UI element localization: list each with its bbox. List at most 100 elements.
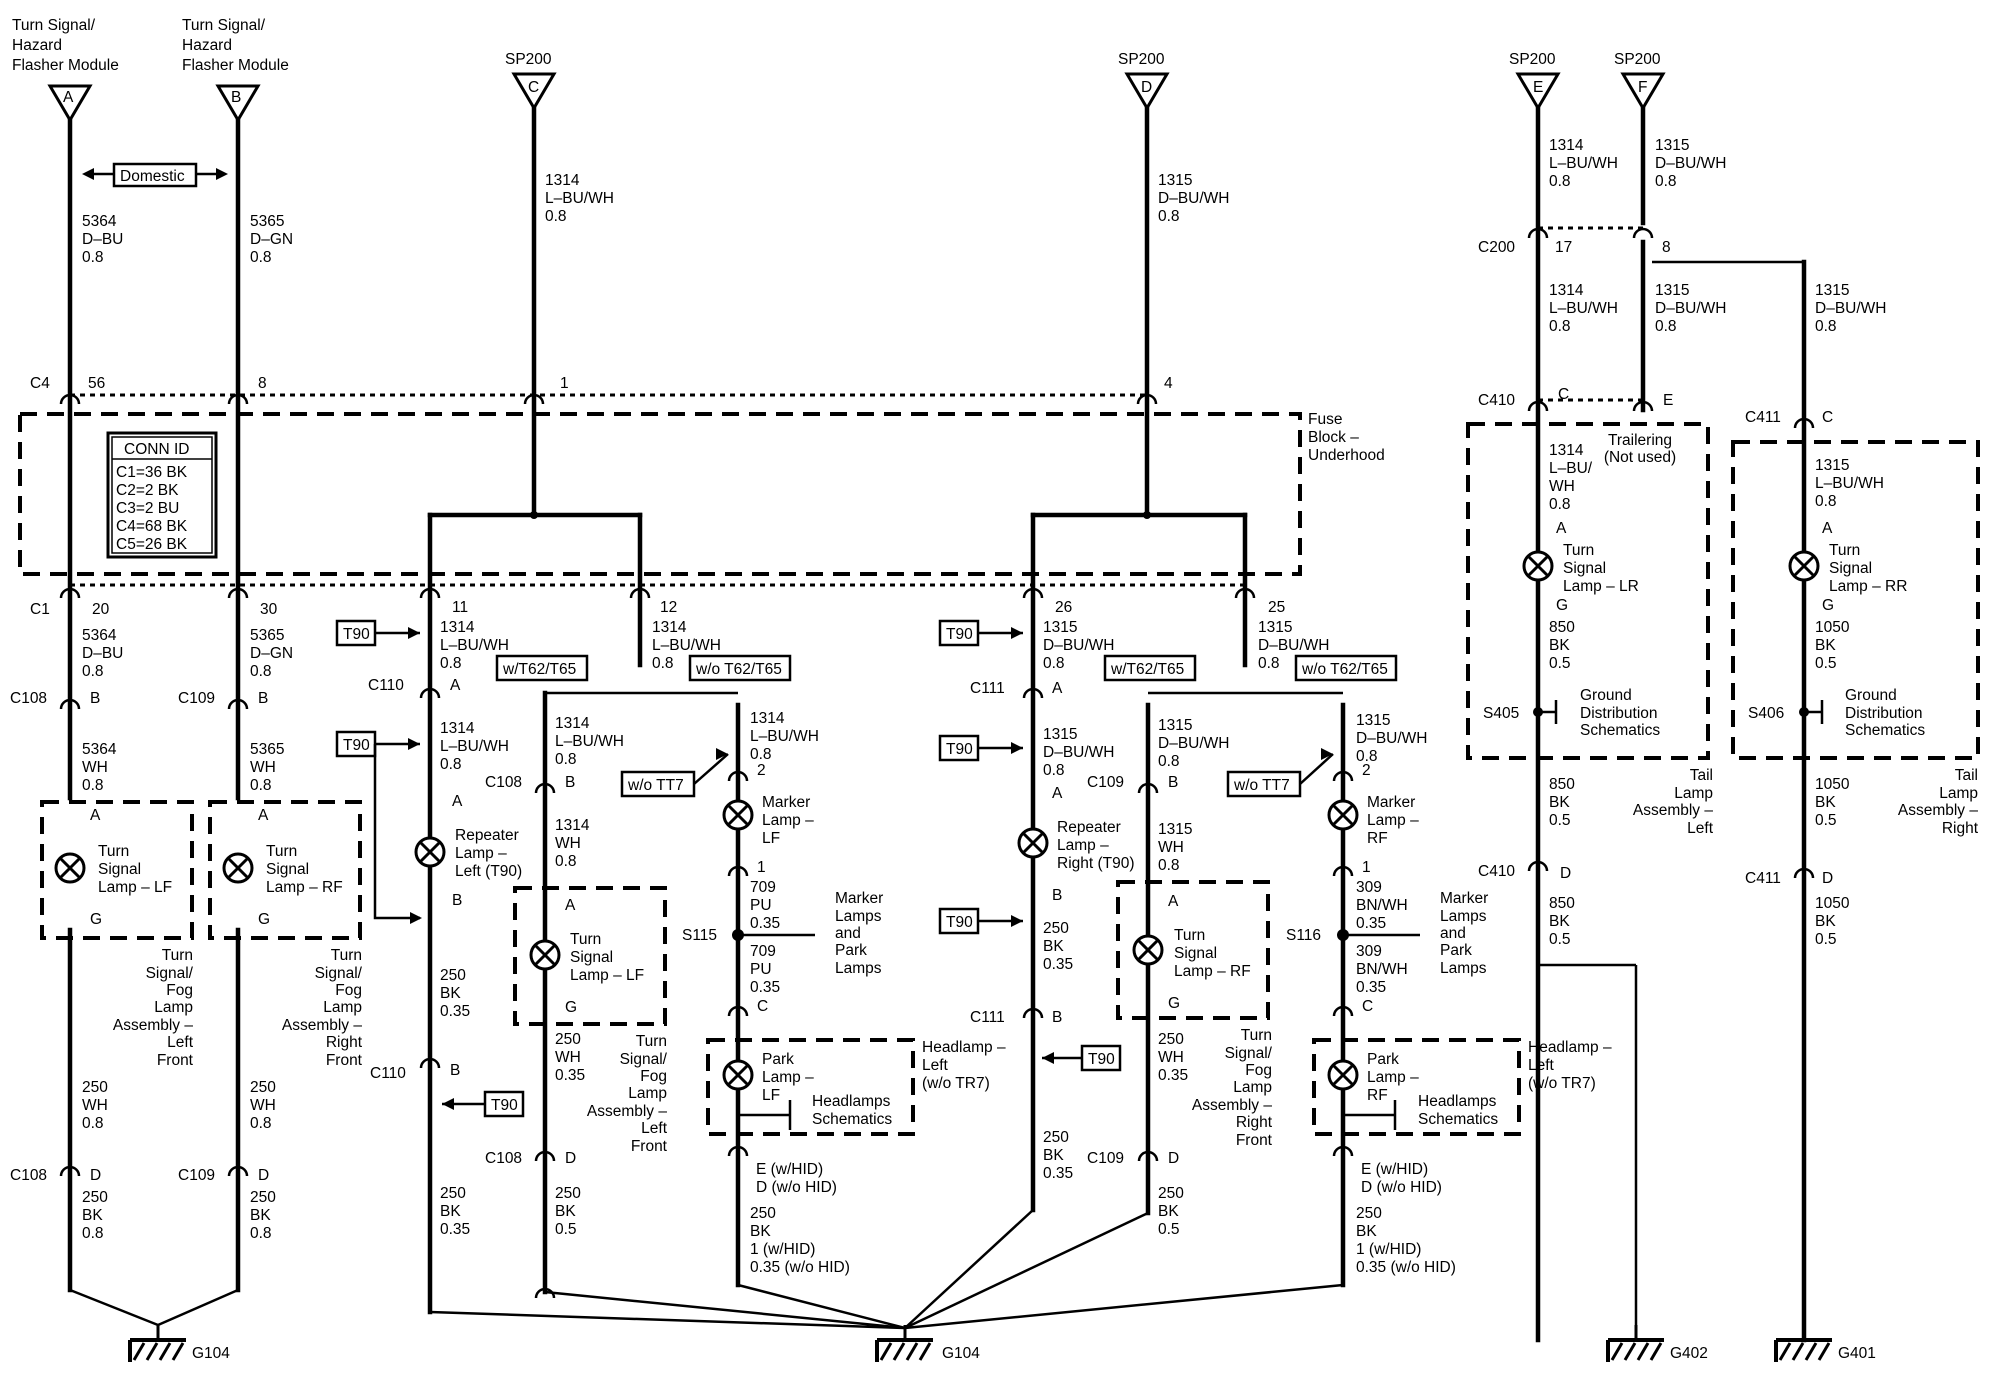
connector-arc <box>534 1287 556 1299</box>
connector-name: C108 <box>485 1150 522 1167</box>
hid-label: D (w/o HID) <box>756 1179 837 1196</box>
option-label: T90 <box>491 1097 518 1114</box>
option-box: T90 <box>938 907 1023 935</box>
ground-label: G104 <box>192 1345 230 1362</box>
option-label: T90 <box>946 741 973 758</box>
connector-pin: 11 <box>452 599 468 616</box>
option-box: T90 <box>938 734 1023 762</box>
splice-name: S405 <box>1483 705 1519 722</box>
connector-pin: 12 <box>660 599 677 616</box>
connector-pin: A <box>450 677 461 694</box>
connector-arc <box>1793 867 1815 879</box>
option-label: T90 <box>343 626 370 643</box>
option-label: T90 <box>343 737 370 754</box>
splice-name: S116 <box>1286 927 1321 944</box>
lamp-pin: A <box>258 807 269 824</box>
module-b-pin: B <box>231 89 241 106</box>
option-box: w/o TT7 <box>1226 748 1334 798</box>
fuse-block-line1: Fuse <box>1308 411 1342 428</box>
lamp-bulb-icon <box>1327 1059 1359 1091</box>
sp200-c: SP200 C <box>505 51 557 111</box>
sp200-f-name: SP200 <box>1614 51 1661 68</box>
option-box: T90 <box>938 619 1023 647</box>
connector-arc <box>1527 860 1549 872</box>
connector-name: C109 <box>1087 774 1124 791</box>
connector-pin: 56 <box>88 375 105 392</box>
connector-arc <box>1632 227 1654 239</box>
connector-name: C411 <box>1745 870 1781 887</box>
connector-arc <box>1022 587 1044 599</box>
connector-arc <box>227 393 249 405</box>
sp200-e-name: SP200 <box>1509 51 1556 68</box>
sp200-c-pin: C <box>528 79 539 96</box>
ground-icon <box>875 1325 933 1362</box>
module-a-pin: A <box>63 89 74 106</box>
sp200-d-pin: D <box>1141 79 1152 96</box>
option-label: w/o TT7 <box>1233 777 1290 794</box>
option-label: w/T62/T65 <box>1110 661 1184 678</box>
domestic-marker: Domestic <box>82 162 228 188</box>
module-b: Turn Signal/ Hazard Flasher Module B <box>182 17 289 123</box>
connector-arc <box>1137 782 1159 794</box>
sp200-d: SP200 D <box>1118 51 1170 111</box>
connector-arc <box>1332 865 1354 877</box>
module-a-line2: Hazard <box>12 37 62 54</box>
connector-pin: B <box>565 774 575 791</box>
connector-arc <box>59 1165 81 1177</box>
connector-pin: E <box>1663 392 1673 409</box>
connector-pin: 25 <box>1268 599 1285 616</box>
option-label: T90 <box>946 626 973 643</box>
connector-name: C411 <box>1745 409 1781 426</box>
sp200-d-name: SP200 <box>1118 51 1165 68</box>
connector-pin: D <box>258 1167 269 1184</box>
conn-id-row: C1=36 BK <box>116 464 188 481</box>
connector-pin: C <box>1558 386 1569 403</box>
connector-name: C110 <box>368 677 404 694</box>
connector-arc <box>534 1150 556 1162</box>
option-box: w/o T62/T65 <box>688 654 792 682</box>
ground-icon <box>1606 1325 1664 1362</box>
connector-pin: D <box>90 1167 101 1184</box>
connector-arc <box>1137 1150 1159 1162</box>
module-b-line1: Turn Signal/ <box>182 17 266 34</box>
connector-arc <box>727 770 749 782</box>
option-box: T90 <box>335 730 420 758</box>
connector-pin: 8 <box>258 375 267 392</box>
conn-id-row: C2=2 BK <box>116 482 179 499</box>
connector-pin: C <box>1362 998 1373 1015</box>
connector-arc <box>1793 417 1815 429</box>
connector-name: C108 <box>10 1167 47 1184</box>
fuse-block-line2: Block – <box>1308 429 1359 446</box>
